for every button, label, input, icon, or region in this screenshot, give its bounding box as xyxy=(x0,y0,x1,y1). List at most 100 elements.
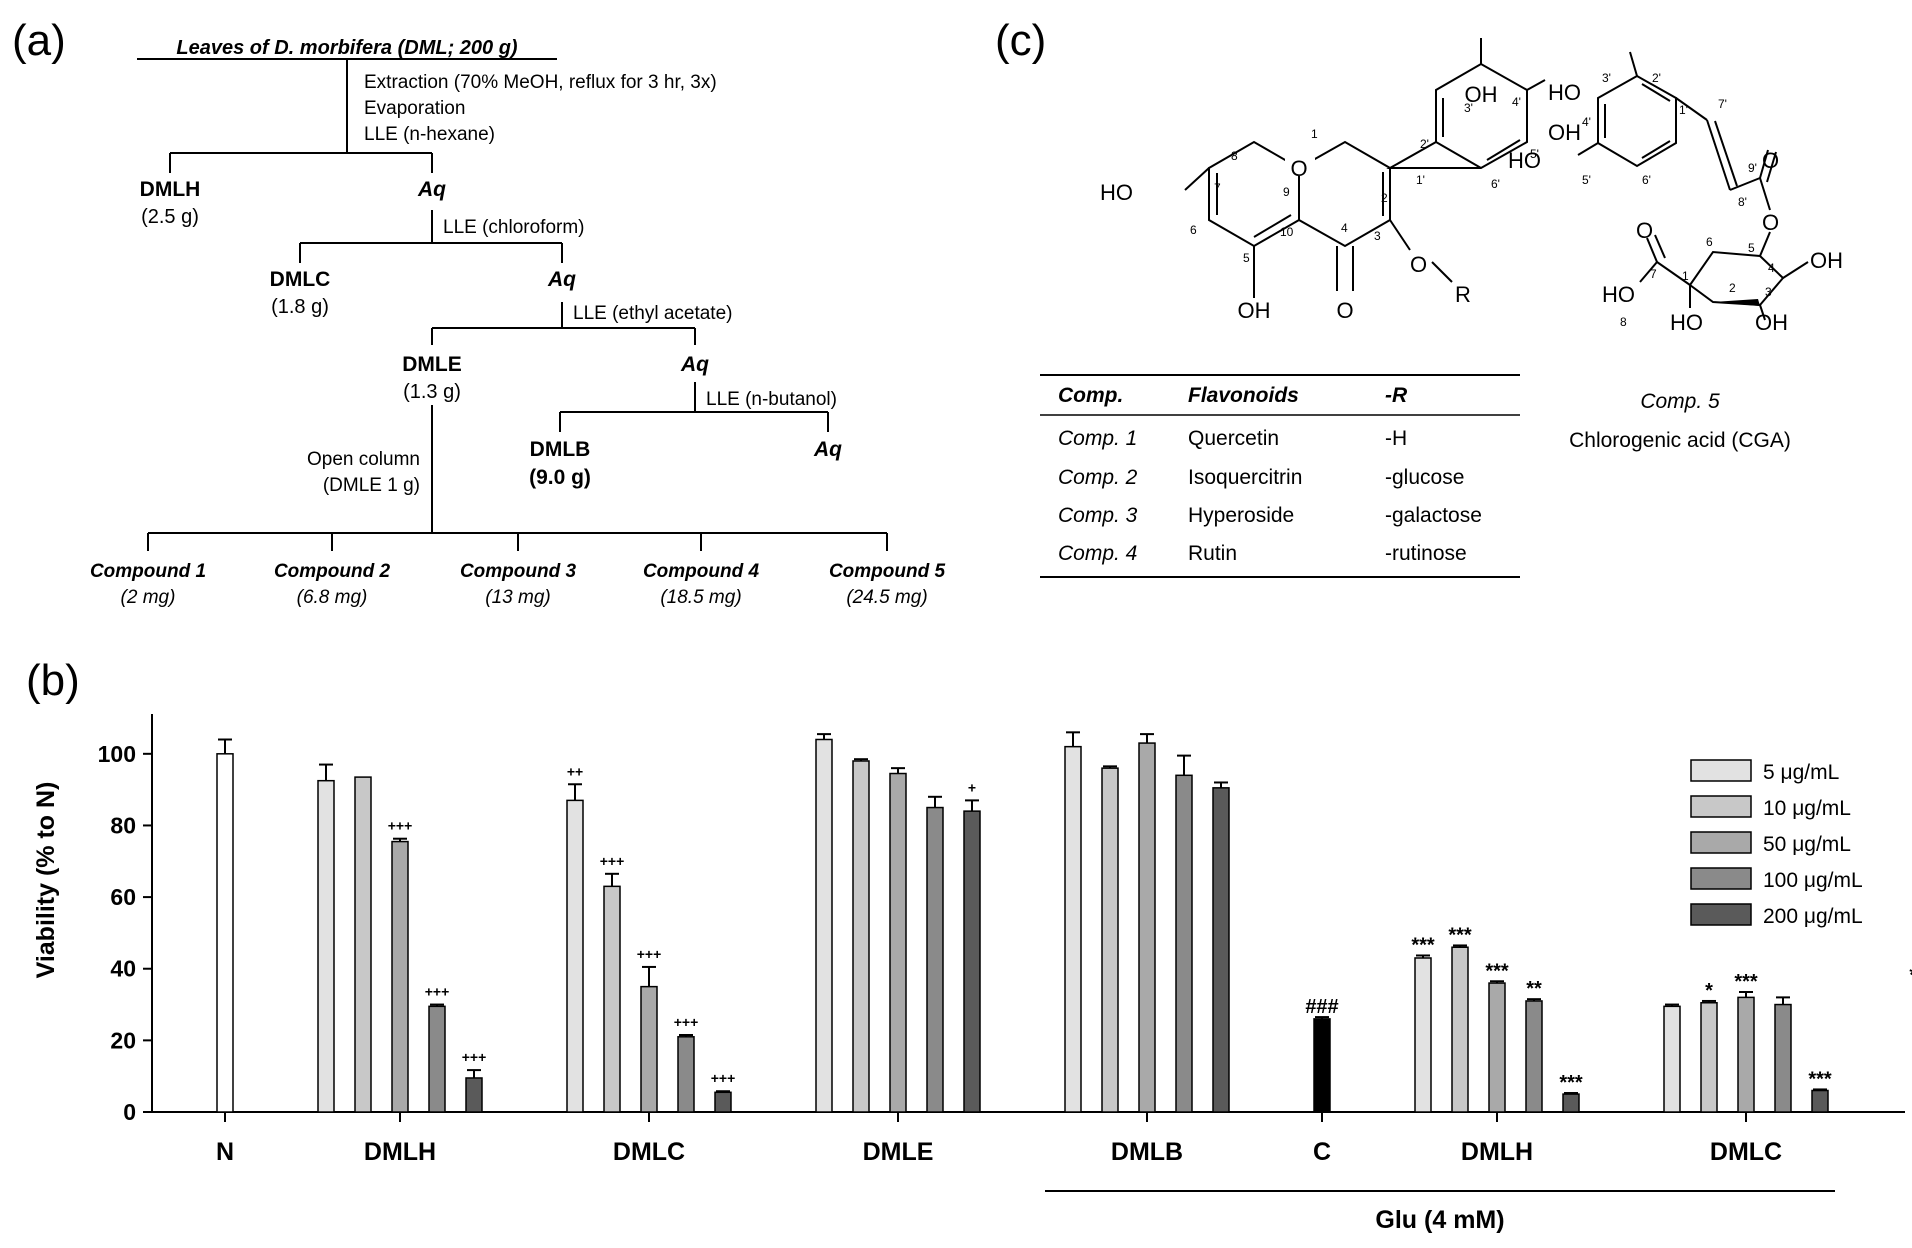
cga-wedge xyxy=(1713,299,1760,306)
legend-swatch xyxy=(1690,867,1752,890)
flavonoid-bond-7oh xyxy=(1184,167,1210,191)
y-tick-label: 80 xyxy=(110,812,136,838)
significance-mark: +++ xyxy=(637,946,662,962)
flavonoid-numbers: 1 2 3 4 5 6 7 8 9 10 1' 2' 3' 4' 5' 6' xyxy=(1190,95,1539,265)
compound-1-name: Compound 1 xyxy=(90,561,206,582)
chart-bars: ++++++++++++++++++++++++###*************… xyxy=(216,731,1912,1113)
cga-num-5: 5 xyxy=(1748,241,1755,255)
flavonoid-num-2: 2 xyxy=(1381,191,1388,205)
cga-db-3 xyxy=(1641,140,1671,159)
cga-num-9p: 9' xyxy=(1748,161,1757,175)
step2-label: LLE (chloroform) xyxy=(443,217,585,238)
cga-bond-3oh xyxy=(1629,51,1638,77)
bar xyxy=(889,772,907,1113)
significance-mark: +++ xyxy=(600,853,625,869)
flavonoid-label-o4: O xyxy=(1336,298,1353,323)
bar xyxy=(1700,1002,1718,1113)
scheme-title: Leaves of D. morbifera (DML; 200 g) xyxy=(176,37,518,59)
y-tick-label: 60 xyxy=(110,884,136,910)
flavonoid-num-5p: 5' xyxy=(1530,147,1539,161)
flavonoid-num-3: 3 xyxy=(1374,229,1381,243)
table-cell-1-r: -H xyxy=(1385,427,1407,450)
aq3-label: Aq xyxy=(680,353,709,376)
cga-num-8: 8 xyxy=(1620,315,1627,329)
bar xyxy=(1101,767,1119,1113)
flavonoid-num-3p: 3' xyxy=(1464,101,1473,115)
y-tick-label: 20 xyxy=(110,1027,136,1053)
flavonoid-num-7: 7 xyxy=(1214,181,1221,195)
significance-mark: *** xyxy=(1559,1072,1583,1094)
flavonoid-label-o1: O xyxy=(1290,156,1307,181)
cga-num-4: 4 xyxy=(1768,261,1775,275)
cga-bond-4oh-b xyxy=(1782,261,1809,279)
bar xyxy=(1488,982,1506,1113)
cga-bond-7p xyxy=(1675,97,1708,121)
bar xyxy=(603,885,621,1113)
cga-label-ester-o: O xyxy=(1762,210,1779,235)
cga-num-2: 2 xyxy=(1729,281,1736,295)
cga-bond-c7-o-a xyxy=(1646,237,1658,263)
table-cell-3-r: -galactose xyxy=(1385,504,1482,527)
flavonoid-num-10: 10 xyxy=(1280,225,1294,239)
bar xyxy=(1525,1000,1543,1113)
cga-num-1: 1 xyxy=(1682,269,1689,283)
step1-line2: Evaporation xyxy=(364,98,465,119)
step3-label: LLE (ethyl acetate) xyxy=(573,303,732,324)
y-tick-label: 100 xyxy=(98,741,136,767)
cga-num-7: 7 xyxy=(1650,267,1657,281)
cga-bond-carboxyl xyxy=(1656,261,1691,286)
legend-label: 50 μg/mL xyxy=(1763,833,1851,856)
aq4-label: Aq xyxy=(813,438,842,461)
cga-label-c7-oh: HO xyxy=(1602,282,1635,307)
cga-name: Chlorogenic acid (CGA) xyxy=(1569,429,1791,452)
cga-num-3p: 3' xyxy=(1602,71,1611,85)
cga-num-3: 3 xyxy=(1765,285,1772,299)
compound-3-name: Compound 3 xyxy=(460,561,577,582)
significance-mark: ** xyxy=(1526,978,1542,1000)
table-cell-4-name: Rutin xyxy=(1188,542,1237,565)
cga-label-4oh: HO xyxy=(1508,148,1541,173)
flavonoid-o-knockout xyxy=(1285,158,1315,176)
cga-label-c7-o: O xyxy=(1636,218,1653,243)
cga-numbers: 1 2 3 4 5 6 7 8 1' 2' 3' 4' 5' 6' 7' 8' … xyxy=(1582,71,1775,329)
flavonoid-num-2p: 2' xyxy=(1420,137,1429,151)
table-cell-2-name: Isoquercitrin xyxy=(1188,466,1302,489)
bar xyxy=(1451,946,1469,1113)
bar xyxy=(963,810,981,1113)
treatment-label: Glu (4 mM) xyxy=(1375,1206,1504,1234)
table-cell-1-name: Quercetin xyxy=(1188,427,1279,450)
cga-aromatic-ring xyxy=(1597,74,1677,168)
bar xyxy=(216,753,234,1113)
step1-line3: LLE (n-hexane) xyxy=(364,124,495,145)
significance-mark: ++ xyxy=(567,763,583,779)
cga-num-5p: 5' xyxy=(1582,173,1591,187)
cga-bond-4oh xyxy=(1577,142,1599,156)
bar xyxy=(640,985,658,1113)
compound-4-amount: (18.5 mg) xyxy=(660,587,741,608)
flavonoid-bond-3o xyxy=(1389,219,1411,251)
bar xyxy=(1562,1093,1580,1113)
cga-bond-ester-c5 xyxy=(1759,231,1771,257)
x-tick-label: N xyxy=(216,1138,234,1166)
flavonoid-num-8: 8 xyxy=(1231,149,1238,163)
compound-2-name: Compound 2 xyxy=(274,561,391,582)
bar xyxy=(1774,1003,1792,1113)
compound-1-amount: (2 mg) xyxy=(121,587,176,608)
cga-bond-3oh-b xyxy=(1759,304,1766,321)
bar xyxy=(428,1005,446,1113)
x-tick-label: DMLB xyxy=(1111,1138,1183,1166)
dmlb-amount: (9.0 g) xyxy=(529,466,591,489)
bar xyxy=(1737,996,1755,1113)
bar xyxy=(1138,742,1156,1113)
x-tick-label: C xyxy=(1313,1138,1331,1166)
significance-mark: * xyxy=(1705,980,1713,1002)
cga-bond-8p xyxy=(1706,119,1731,191)
panel-c: (c) OH OH HO OH O O xyxy=(995,16,1843,578)
legend-label: 100 μg/mL xyxy=(1763,869,1863,892)
cga-structure xyxy=(1577,51,1809,321)
flavonoid-num-1p: 1' xyxy=(1416,173,1425,187)
compound-5-amount: (24.5 mg) xyxy=(846,587,927,608)
